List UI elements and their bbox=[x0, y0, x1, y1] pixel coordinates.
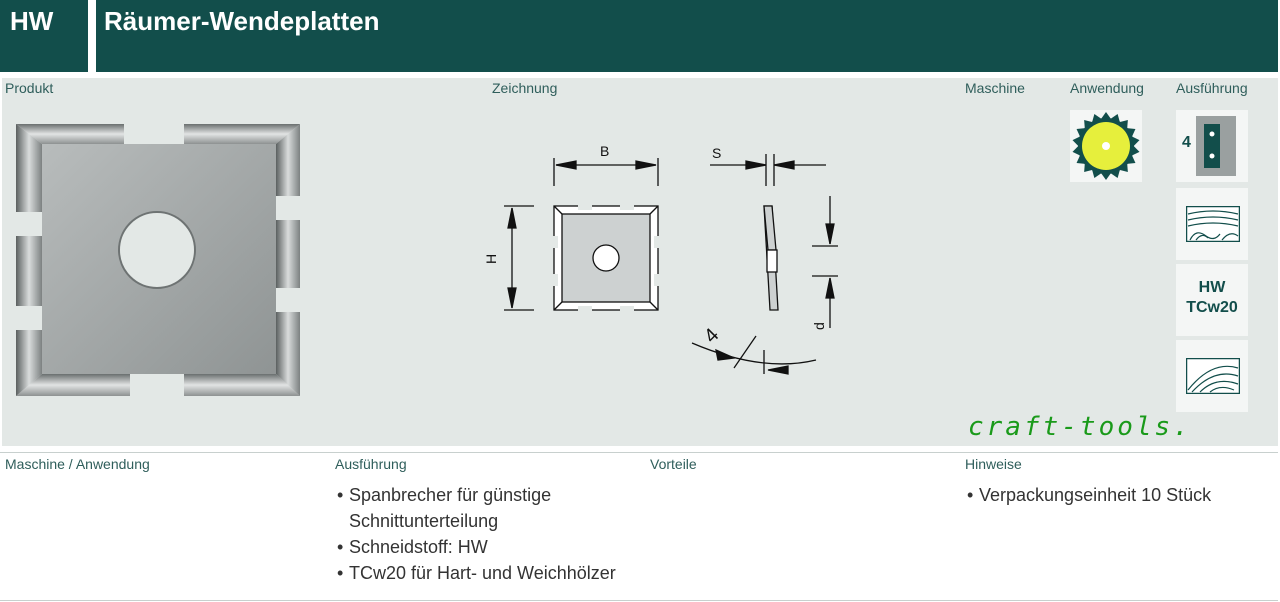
wood-grain-icon bbox=[1186, 358, 1240, 394]
material-tile: HW TCw20 bbox=[1176, 264, 1248, 336]
insert-slot-icon bbox=[1196, 116, 1236, 176]
produkt-label: Produkt bbox=[5, 80, 54, 96]
zeichnung-label: Zeichnung bbox=[492, 80, 558, 96]
wood-endgrain-icon bbox=[1186, 206, 1240, 242]
anwendung-label: Anwendung bbox=[1070, 80, 1144, 96]
hinweise-item: Verpackungseinheit 10 Stück bbox=[967, 482, 1211, 508]
ausfuehrung-item: Schneidstoff: HW bbox=[337, 534, 616, 560]
product-panel: Produkt Zeichnung Maschine Anwendung Aus… bbox=[2, 78, 1278, 446]
product-insert-image bbox=[14, 122, 304, 398]
dim-label-angle: 4 bbox=[700, 324, 723, 347]
hinweise-label: Hinweise bbox=[965, 456, 1022, 472]
saw-blade-icon bbox=[1072, 112, 1140, 180]
wood-endgrain-tile bbox=[1176, 188, 1248, 260]
title-block: Räumer-Wendeplatten bbox=[96, 0, 1278, 72]
dim-label-s: S bbox=[712, 145, 721, 161]
header-separator bbox=[88, 0, 96, 72]
dim-label-b: B bbox=[600, 143, 609, 159]
anwendung-tile bbox=[1070, 110, 1142, 182]
wood-grain-tile bbox=[1176, 340, 1248, 412]
maschine-label: Maschine bbox=[965, 80, 1025, 96]
brand-logo: craft-tools. bbox=[968, 412, 1192, 442]
cutter-count: 4 bbox=[1182, 134, 1191, 151]
maschine-anwendung-label: Maschine / Anwendung bbox=[5, 456, 150, 472]
dim-label-h: H bbox=[483, 254, 499, 264]
technical-drawing: B S H d 4 bbox=[483, 143, 838, 375]
page-header: HW Räumer-Wendeplatten bbox=[0, 0, 1278, 72]
info-bottom-divider bbox=[0, 600, 1278, 601]
ausfuehrung-info-label: Ausführung bbox=[335, 456, 407, 472]
ausfuehrung-item-continuation: Schnittunterteilung bbox=[349, 511, 499, 531]
hinweise-list: Verpackungseinheit 10 Stück bbox=[967, 482, 1211, 508]
page-title: Räumer-Wendeplatten bbox=[104, 6, 380, 36]
cutter-count-tile: 4 bbox=[1176, 110, 1248, 182]
ausfuehrung-item: TCw20 für Hart- und Weichhölzer bbox=[337, 560, 616, 586]
product-code-block: HW bbox=[0, 0, 88, 72]
vorteile-label: Vorteile bbox=[650, 456, 697, 472]
ausfuehrung-label: Ausführung bbox=[1176, 80, 1248, 96]
material-line1: HW bbox=[1198, 279, 1226, 296]
ausfuehrung-list: Spanbrecher für günstige Schnittuntertei… bbox=[337, 482, 616, 586]
material-line2: TCw20 bbox=[1186, 299, 1238, 316]
product-code: HW bbox=[10, 6, 54, 36]
ausfuehrung-item: Spanbrecher für günstige bbox=[337, 482, 616, 508]
info-top-divider bbox=[0, 452, 1278, 453]
dim-label-d: d bbox=[811, 322, 827, 330]
